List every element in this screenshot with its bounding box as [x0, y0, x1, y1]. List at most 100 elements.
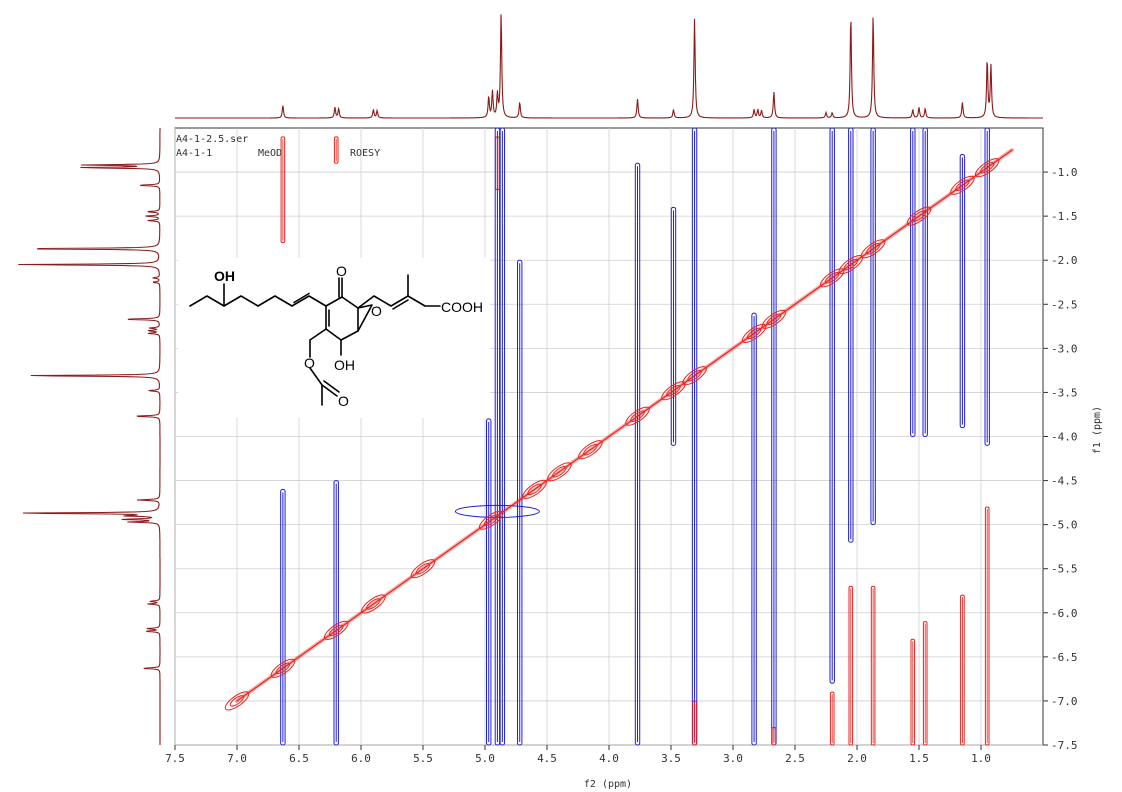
negative-cross-peak: [848, 127, 854, 543]
negative-cross-peak: [922, 127, 928, 437]
header-experiment: ROESY: [350, 148, 380, 159]
negative-contours: [280, 127, 990, 746]
positive-cross-peak: [960, 594, 965, 746]
diagonal-peak: [224, 691, 250, 711]
diagonal-contour-inner: [415, 562, 431, 575]
y-tick-label: -2.5: [1051, 298, 1078, 311]
diagonal-peak: [270, 658, 296, 678]
negative-contour-outer: [959, 153, 966, 429]
negative-cross-peak: [499, 127, 506, 746]
diagonal-contour-outer: [838, 255, 864, 275]
y-tick-label: -1.0: [1051, 166, 1078, 179]
y-tick-label: -7.0: [1051, 695, 1078, 708]
y-tick-label: -7.5: [1051, 739, 1078, 752]
diagonal-contour-outer: [741, 323, 767, 343]
diagonal-peak: [323, 620, 349, 640]
diagonal-contour-inner: [275, 662, 291, 675]
negative-contour-outer: [499, 127, 506, 746]
diagonal-contour-inner: [527, 483, 542, 496]
negative-contour-outer: [848, 127, 854, 543]
positive-contour-outer: [771, 726, 777, 746]
negative-contour-outer: [280, 488, 286, 746]
negative-contour-outer: [670, 206, 677, 446]
f2-projection-line: [175, 14, 1043, 119]
y-tick-label: -6.5: [1051, 651, 1078, 664]
f1-projection-trace: [18, 128, 161, 745]
negative-cross-peak: [670, 206, 677, 446]
positive-cross-peak: [984, 506, 990, 746]
diagonal-contour-outer: [950, 175, 975, 195]
header-file: A4-1-2.5.ser: [176, 134, 248, 145]
diagonal-contour-inner: [229, 695, 245, 707]
x-axis-title: f2 (ppm): [584, 779, 632, 790]
negative-contour-outer: [829, 127, 835, 684]
y-tick-label: -4.5: [1051, 475, 1078, 488]
diagonal-peak: [522, 479, 547, 499]
diagonal-peak: [974, 158, 1000, 178]
diagonal-peak: [838, 255, 864, 275]
diagonal-contour-inner: [865, 243, 881, 255]
y-tick-label: -6.0: [1051, 607, 1078, 620]
diagonal-contour-inner: [911, 210, 927, 222]
diagonal-contour-outer: [761, 309, 787, 329]
diagonal-contour-inner: [366, 598, 381, 610]
positive-contour-outer: [922, 621, 928, 746]
diagonal-contour-inner: [843, 258, 859, 271]
diagonal-contour-inner: [630, 410, 645, 422]
diagonal-contour-outer: [661, 381, 686, 401]
x-tick-label: 6.5: [289, 752, 309, 765]
diagonal-contour-outer: [974, 158, 1000, 178]
diagonal-contour-outer: [361, 594, 386, 614]
positive-cross-peak: [922, 621, 928, 746]
diagonal-contour-inner: [328, 624, 344, 637]
diagonal-peak: [906, 206, 932, 226]
positive-cross-peak: [771, 726, 777, 746]
positive-contour-outer: [848, 585, 854, 746]
negative-cross-peak: [829, 127, 835, 684]
negative-cross-peak: [634, 162, 641, 746]
x-tick-label: 7.0: [227, 752, 247, 765]
y-tick-label: -3.0: [1051, 342, 1078, 355]
positive-contour-outer: [829, 691, 835, 746]
positive-contour-outer: [960, 594, 965, 746]
diagonal-peak: [741, 323, 767, 343]
diagonal-contour-inner: [483, 514, 499, 526]
diagonal-peak: [547, 462, 572, 482]
negative-contour-outer: [333, 480, 339, 746]
negative-cross-peak: [910, 127, 916, 437]
diagonal-contour-outer: [478, 510, 504, 530]
negative-contour-outer: [910, 127, 916, 437]
carbonyl-o-label: O: [338, 393, 349, 409]
negative-cross-peak: [751, 312, 757, 746]
positive-cross-peak: [333, 136, 339, 164]
diagonal-peak: [761, 309, 787, 329]
diagonal-contour-outer: [578, 440, 603, 460]
x-tick-label: 5.0: [475, 752, 495, 765]
ketone-o-label: O: [336, 263, 347, 279]
negative-cross-peak: [984, 127, 990, 446]
x-tick-label: 6.0: [351, 752, 371, 765]
diagonal-contour-inner: [687, 369, 702, 382]
positive-cross-peak: [829, 691, 835, 746]
diagonal-contour-outer: [682, 366, 707, 386]
positive-contour-outer: [984, 506, 990, 746]
y-tick-label: -2.0: [1051, 254, 1078, 267]
diagonal-contour-outer: [906, 206, 932, 226]
negative-cross-peak: [517, 259, 523, 746]
diagonal-peak: [578, 440, 603, 460]
negative-cross-peak: [494, 127, 501, 746]
positive-contour-outer: [280, 136, 286, 244]
diagonal-contour-outer: [410, 559, 436, 579]
negative-contour-outer: [517, 259, 523, 746]
negative-contour-outer: [751, 312, 757, 746]
diagonal-contour-outer: [224, 691, 250, 711]
positive-contour-outer: [495, 136, 500, 191]
header-solvent: MeOD: [258, 148, 282, 159]
y-tick-label: -4.0: [1051, 431, 1078, 444]
positive-contour-outer: [870, 585, 876, 746]
y-axis-ticks: -1.0-1.5-2.0-2.5-3.0-3.5-4.0-4.5-5.0-5.5…: [1043, 166, 1078, 752]
diagonal-peak: [950, 175, 975, 195]
negative-contour-outer: [634, 162, 641, 746]
negative-contour-outer: [870, 127, 876, 526]
diagonal-ridge: [236, 149, 1013, 702]
